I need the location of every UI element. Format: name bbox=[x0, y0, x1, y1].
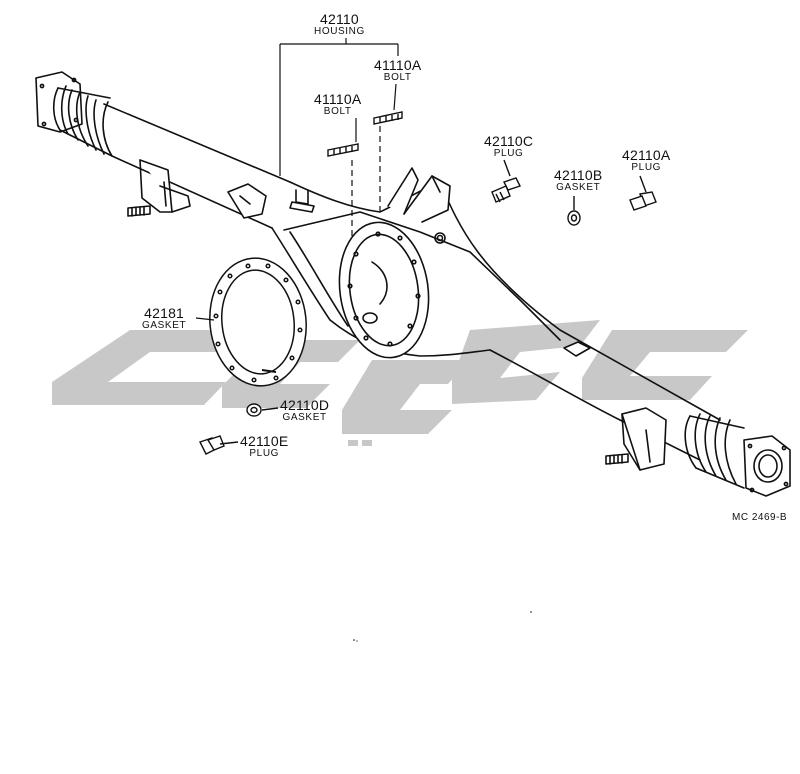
bolt-right bbox=[373, 111, 403, 125]
gasket-d-name: GASKET bbox=[282, 412, 327, 423]
callout-bolt-left: 41110A BOLT bbox=[314, 92, 361, 117]
bolt-left bbox=[327, 143, 359, 157]
gasket-b-name: GASKET bbox=[556, 182, 601, 193]
gasket-b bbox=[567, 196, 581, 226]
gasket-cover-name: GASKET bbox=[142, 320, 187, 331]
callout-plug-a: 42110A PLUG bbox=[622, 148, 670, 173]
plug-c-part-number: 42110C bbox=[484, 133, 534, 149]
plug-e bbox=[199, 435, 239, 455]
bolt-left-name: BOLT bbox=[323, 106, 352, 117]
gasket-d-part-number: 42110D bbox=[280, 397, 330, 413]
housing-part-number: 42110 bbox=[319, 11, 359, 27]
gasket-cover-part-number: 42181 bbox=[144, 305, 185, 321]
plug-c bbox=[491, 159, 521, 203]
plug-a-name: PLUG bbox=[631, 162, 662, 173]
callout-plug-e: 42110E PLUG bbox=[240, 434, 288, 459]
right-spring-seat bbox=[621, 407, 667, 471]
bolt-right-name: BOLT bbox=[383, 72, 412, 83]
callout-plug-c: 42110C PLUG bbox=[484, 134, 533, 159]
axle-housing bbox=[35, 71, 791, 497]
housing-name: HOUSING bbox=[314, 26, 365, 37]
left-flange bbox=[35, 71, 83, 133]
housing-leader bbox=[279, 38, 399, 176]
callout-gasket-cover: 42181 GASKET bbox=[142, 306, 186, 331]
plug-e-name: PLUG bbox=[249, 448, 280, 459]
bolt-right-part-number: 41110A bbox=[374, 57, 422, 73]
gasket-d bbox=[246, 403, 279, 417]
callout-bolt-right: 41110A BOLT bbox=[374, 58, 421, 83]
callout-gasket-b: 42110B GASKET bbox=[554, 168, 602, 193]
callout-gasket-d: 42110D GASKET bbox=[280, 398, 329, 423]
plug-e-part-number: 42110E bbox=[240, 433, 289, 449]
bolt-left-part-number: 41110A bbox=[314, 91, 362, 107]
callout-housing: 42110 HOUSING bbox=[314, 12, 365, 37]
upper-bracket bbox=[387, 167, 419, 215]
right-flange bbox=[743, 435, 791, 497]
plug-a bbox=[629, 175, 657, 211]
drawing-reference: MC 2469-B bbox=[732, 512, 788, 523]
plug-a-part-number: 42110A bbox=[622, 147, 671, 163]
gasket-b-part-number: 42110B bbox=[554, 167, 603, 183]
carrier-opening-outer bbox=[338, 221, 430, 359]
cover-gasket bbox=[209, 257, 307, 387]
plug-c-name: PLUG bbox=[493, 148, 524, 159]
